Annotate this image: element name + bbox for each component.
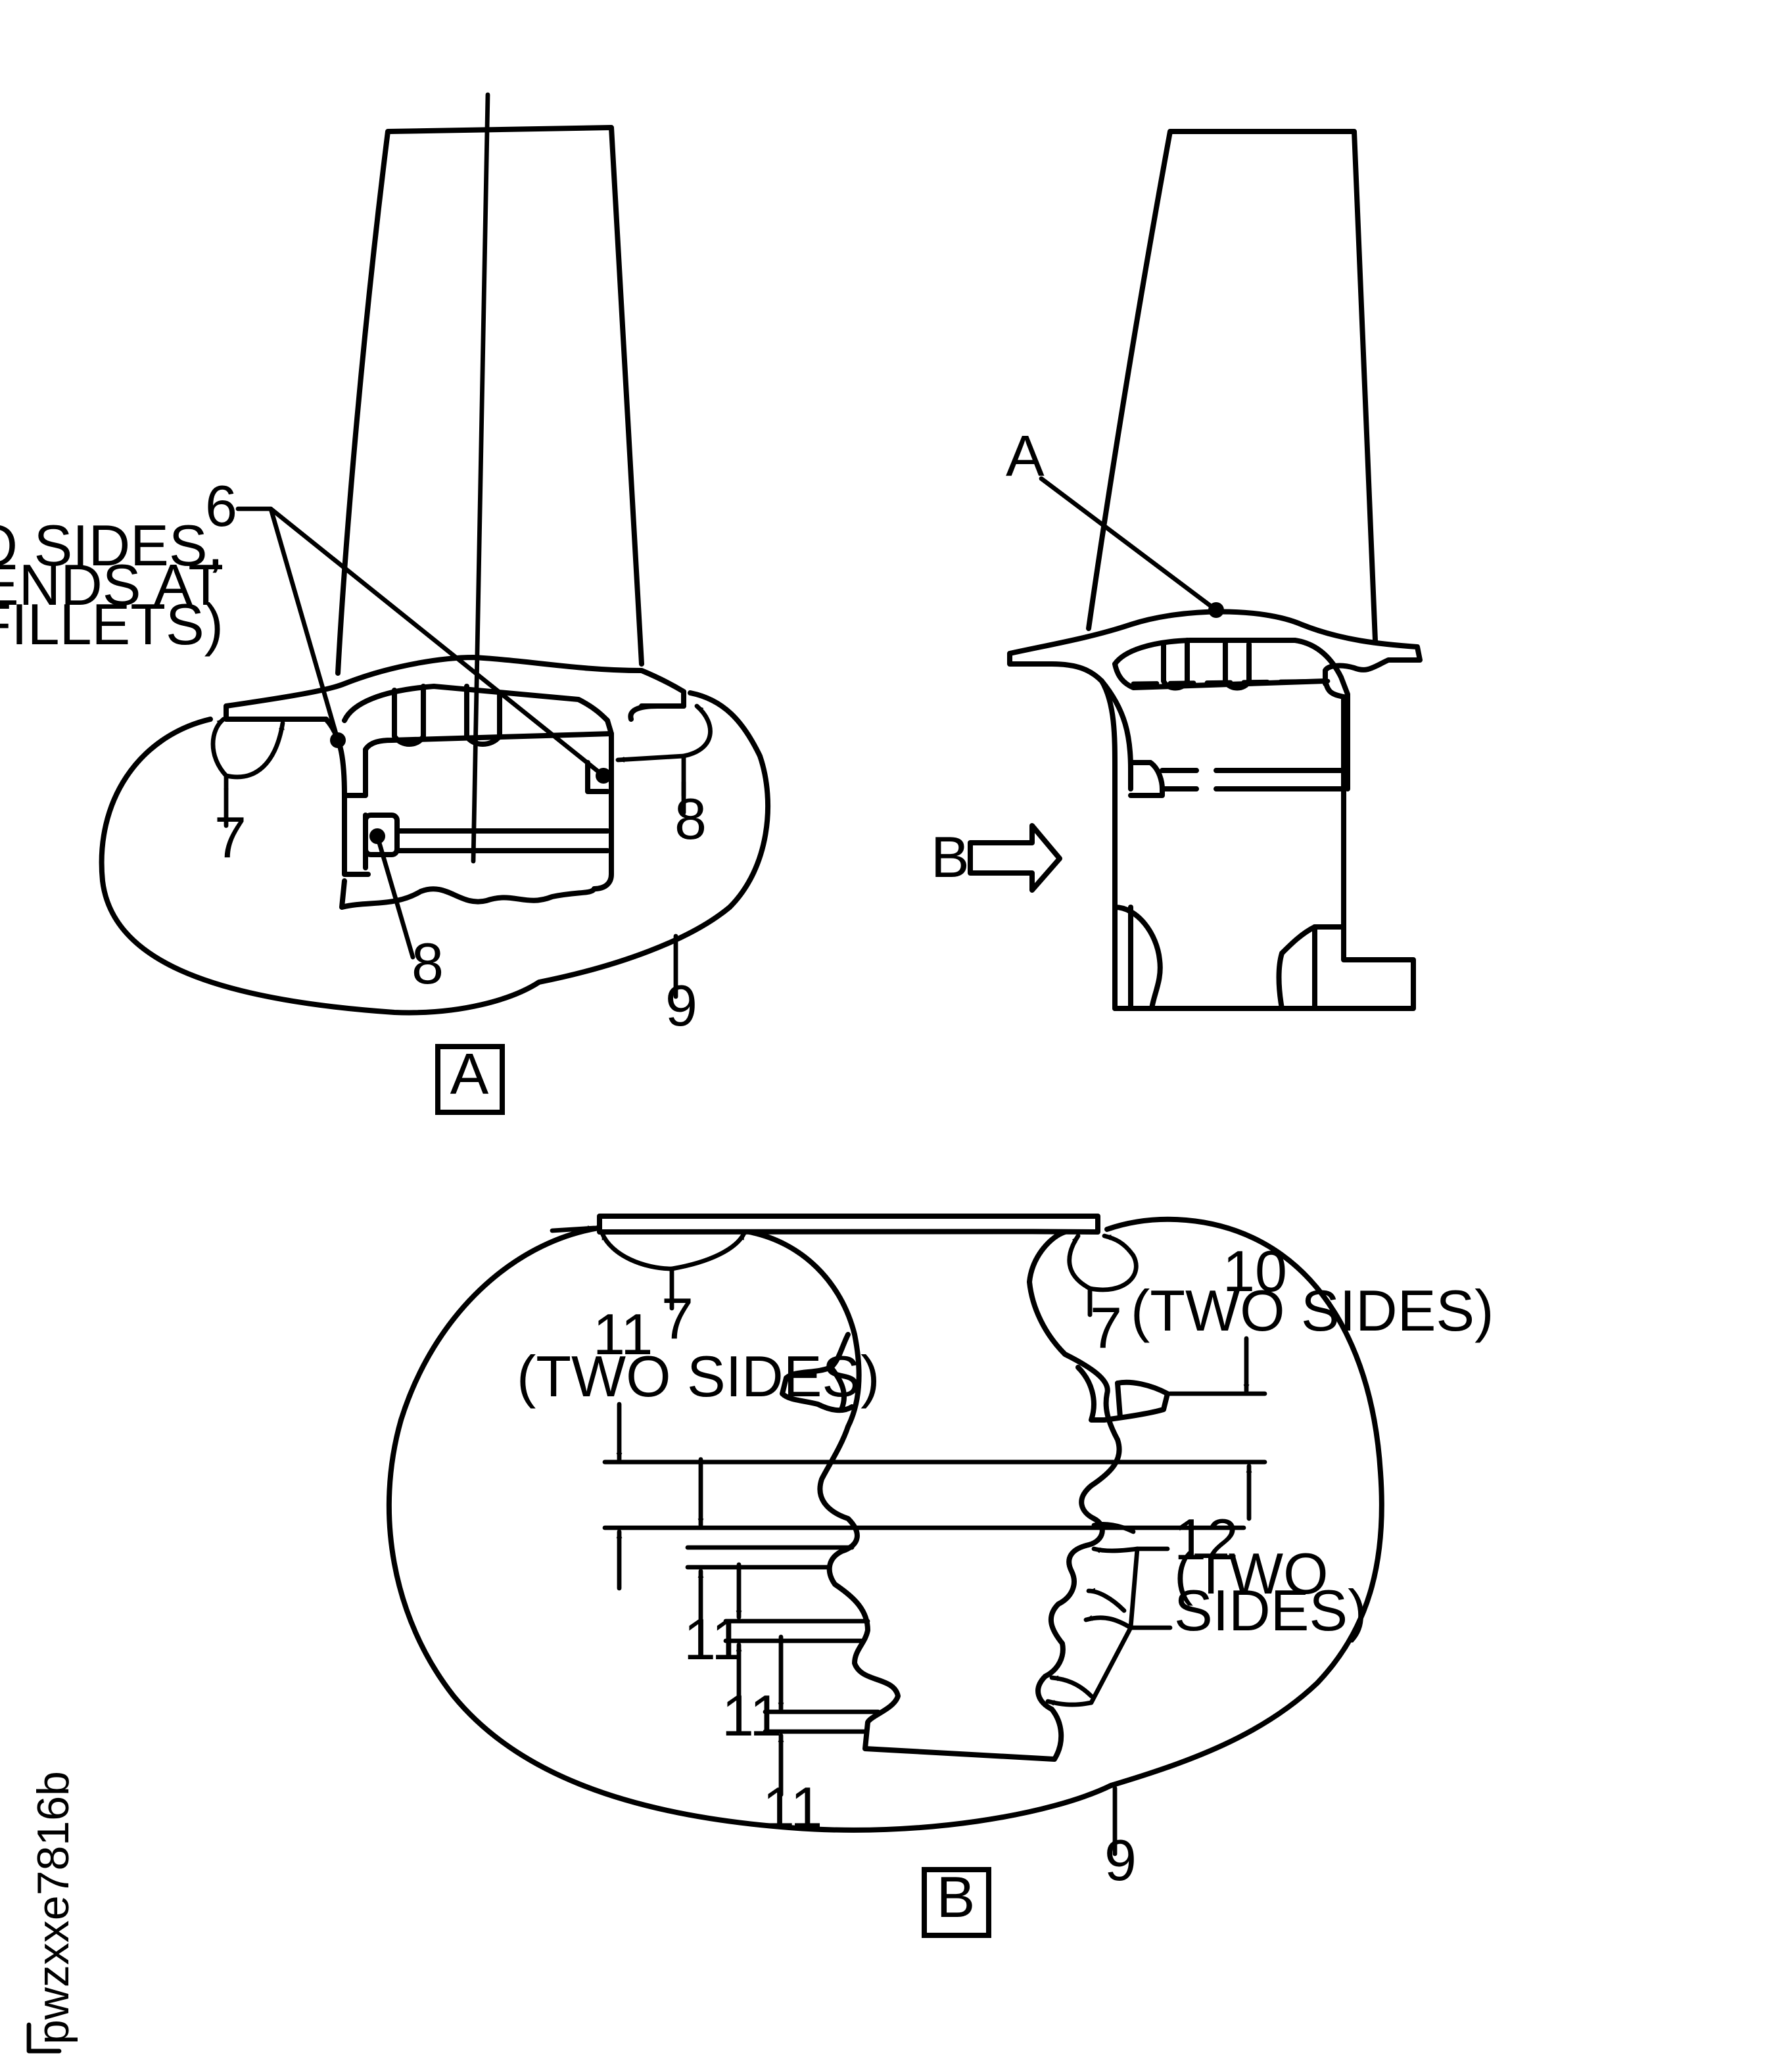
- dim-lines: [602, 1391, 1267, 1734]
- label-two-sides-3: FILLETS): [0, 592, 224, 657]
- leader-6: [235, 506, 606, 778]
- view-a-box: [435, 1044, 505, 1115]
- label-11-top: 11: [593, 1302, 653, 1367]
- figure-id: pwzxxe7816b: [28, 1771, 78, 2044]
- detail-a: 6 (TWO SIDES, ENDS AT FILLETS) 7 8 8 9 A: [0, 92, 771, 1115]
- label-12-sides: SIDES): [1174, 1578, 1367, 1643]
- label-7-b-right: 7: [1090, 1295, 1122, 1360]
- detail-b-enclosure: [386, 1216, 1384, 1833]
- label-12-two: (TWO: [1174, 1541, 1329, 1606]
- root-bottom-a: [339, 793, 597, 910]
- platform-a: [224, 655, 686, 722]
- label-11-two-sides: (TWO SIDES): [517, 1344, 880, 1409]
- label-7-b-left: 7: [661, 1286, 694, 1351]
- leader-7-a: [210, 717, 229, 791]
- label-10: 10: [1223, 1239, 1287, 1304]
- label-8-right: 8: [674, 786, 707, 851]
- label-b: B: [931, 824, 970, 889]
- label-9-b: 9: [1104, 1828, 1137, 1893]
- label-a: A: [1006, 423, 1045, 488]
- leader-7-b-left: [600, 1231, 674, 1271]
- center-line-a: [471, 92, 490, 864]
- label-11-b: 11: [722, 1683, 782, 1748]
- view-b-box: [922, 1867, 991, 1938]
- label-two-sides-2: ENDS AT: [0, 552, 224, 617]
- side-view: A B: [931, 129, 1423, 1011]
- view-a-label: A: [450, 1041, 489, 1106]
- platform-b: [597, 1214, 1100, 1235]
- view-b-arrow: [968, 823, 1062, 893]
- label-11-c: 11: [763, 1775, 822, 1840]
- label-6: 6: [205, 473, 237, 538]
- platform-side: [1007, 609, 1423, 684]
- view-b-label: B: [937, 1864, 976, 1929]
- label-11-a: 11: [684, 1607, 743, 1672]
- leader-8-bottom: [375, 834, 415, 960]
- label-12: 12: [1174, 1507, 1238, 1572]
- airfoil-a: [335, 125, 644, 676]
- label-9-a: 9: [665, 973, 697, 1038]
- leader-a: [1039, 476, 1219, 613]
- airfoil-side: [1086, 129, 1378, 643]
- label-10-two-sides: (TWO SIDES): [1131, 1278, 1494, 1343]
- detail-b: 7 7 10 (TWO SIDES) 11 (TWO SIDES) 12 (TW…: [386, 1214, 1494, 1938]
- label-8-bottom: 8: [412, 931, 444, 996]
- label-two-sides-1: (TWO SIDES,: [0, 513, 224, 578]
- leader-7-b-right: [1067, 1233, 1093, 1291]
- leader-8-right: [615, 753, 686, 798]
- detail-a-enclosure: [99, 690, 771, 1016]
- label-7-a: 7: [214, 805, 247, 870]
